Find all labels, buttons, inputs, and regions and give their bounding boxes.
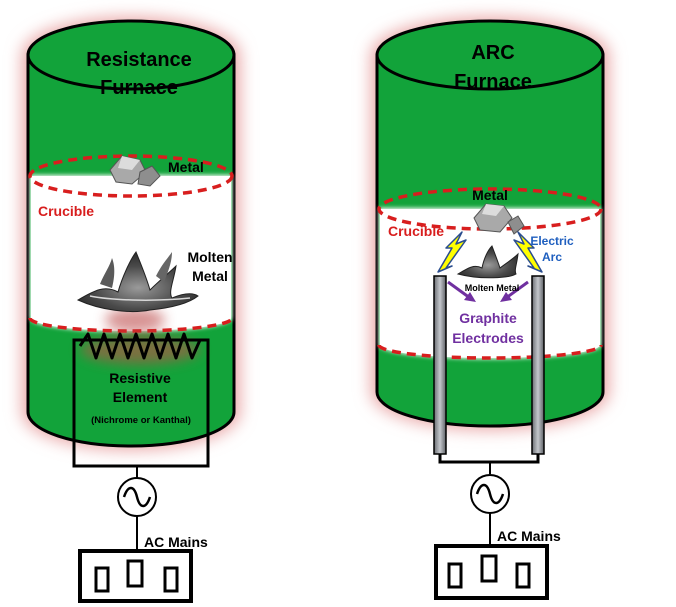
right-ac-socket <box>434 544 549 600</box>
left-graphite-electrode <box>433 275 447 455</box>
right-mains-label: AC Mains <box>497 528 561 544</box>
left-molten-metal <box>76 250 199 332</box>
left-mains-label: AC Mains <box>144 534 208 550</box>
left-ac-source <box>117 466 157 552</box>
left-ac-socket <box>78 549 193 603</box>
electrode-arrows <box>447 280 529 302</box>
right-metal-chunk <box>473 203 525 235</box>
left-electric-arc <box>437 231 467 273</box>
right-electric-arc <box>513 231 543 273</box>
right-title-line2: Furnace <box>454 71 532 93</box>
left-resistive-element <box>72 332 210 468</box>
left-molten-line1: Molten <box>187 249 232 265</box>
right-graphite-electrode <box>531 275 545 455</box>
arc-furnace: ARC Furnace Metal Crucible Electric Arc … <box>371 17 609 600</box>
right-crucible-label: Crucible <box>388 223 444 239</box>
left-title-line1: Resistance <box>86 49 192 71</box>
left-furnace-top <box>26 19 236 91</box>
left-element-line2: Element <box>113 389 168 405</box>
right-electrodes-line2: Electrodes <box>452 330 524 346</box>
left-crucible <box>28 154 234 333</box>
right-ac-source <box>470 474 510 546</box>
right-molten-label: Molten Metal <box>465 283 520 293</box>
left-metal-label: Metal <box>168 159 204 175</box>
left-molten-line2: Metal <box>192 268 228 284</box>
right-metal-label: Metal <box>472 187 508 203</box>
left-crucible-label: Crucible <box>38 203 94 219</box>
left-element-line1: Resistive <box>109 370 171 386</box>
right-title-line1: ARC <box>471 42 514 64</box>
left-title-line2: Furnace <box>100 77 178 99</box>
right-electrodes-line1: Graphite <box>459 310 517 326</box>
right-furnace-top <box>375 19 605 91</box>
right-arc-line1: Electric <box>530 234 574 248</box>
right-arc-line2: Arc <box>542 250 562 264</box>
right-molten-metal <box>456 245 519 279</box>
right-wiring <box>438 454 540 474</box>
left-metal-chunk <box>109 155 161 187</box>
left-element-note: (Nichrome or Kanthal) <box>91 415 191 426</box>
resistance-furnace: Resistance Furnace Metal Crucible Molten… <box>22 17 240 603</box>
